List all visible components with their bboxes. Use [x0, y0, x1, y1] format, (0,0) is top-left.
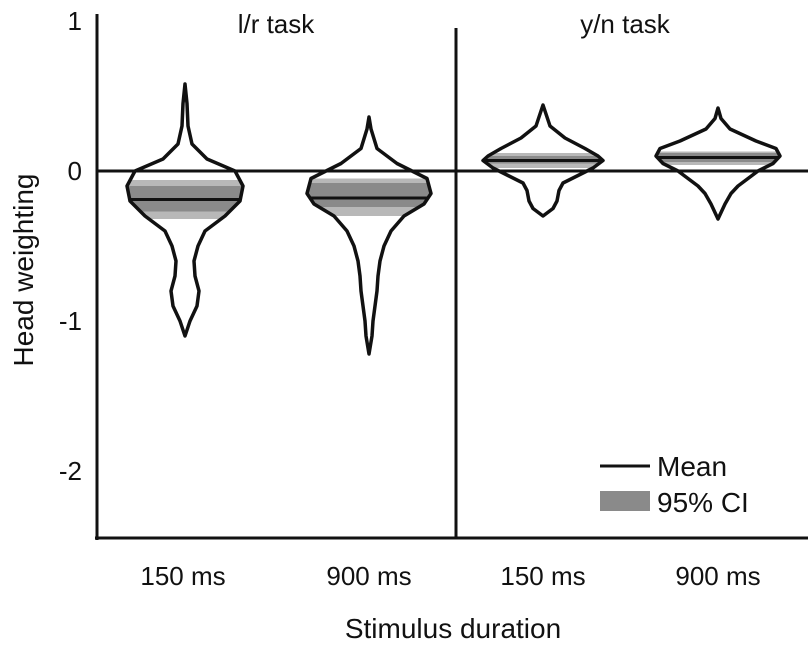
- y-tick-label: 0: [68, 156, 82, 186]
- violin-outline: [125, 82, 245, 338]
- y-tick-label: -2: [59, 456, 82, 486]
- x-tick-label: 150 ms: [140, 561, 225, 591]
- panel-title-yn-task: y/n task: [580, 9, 671, 39]
- legend-ci-swatch: [600, 491, 650, 511]
- y-tick-label: 1: [68, 6, 82, 36]
- legend-mean-label: Mean: [657, 451, 727, 482]
- y-tick-label: -1: [59, 306, 82, 336]
- legend-ci-label: 95% CI: [657, 487, 749, 518]
- x-axis-label: Stimulus duration: [345, 613, 561, 644]
- violin-outline: [305, 115, 433, 356]
- x-tick-label: 900 ms: [675, 561, 760, 591]
- x-tick-label: 900 ms: [326, 561, 411, 591]
- ci-band-dark: [307, 183, 431, 207]
- y-axis-label: Head weighting: [8, 173, 39, 366]
- violin-outline: [654, 106, 782, 221]
- violin-outline: [481, 103, 605, 218]
- x-tick-label: 150 ms: [500, 561, 585, 591]
- y-ticks: 1 0 -1 -2: [59, 6, 82, 486]
- legend: Mean 95% CI: [600, 451, 749, 518]
- axes: [95, 14, 808, 540]
- violins: [125, 82, 782, 356]
- panel-title-lr-task: l/r task: [238, 9, 316, 39]
